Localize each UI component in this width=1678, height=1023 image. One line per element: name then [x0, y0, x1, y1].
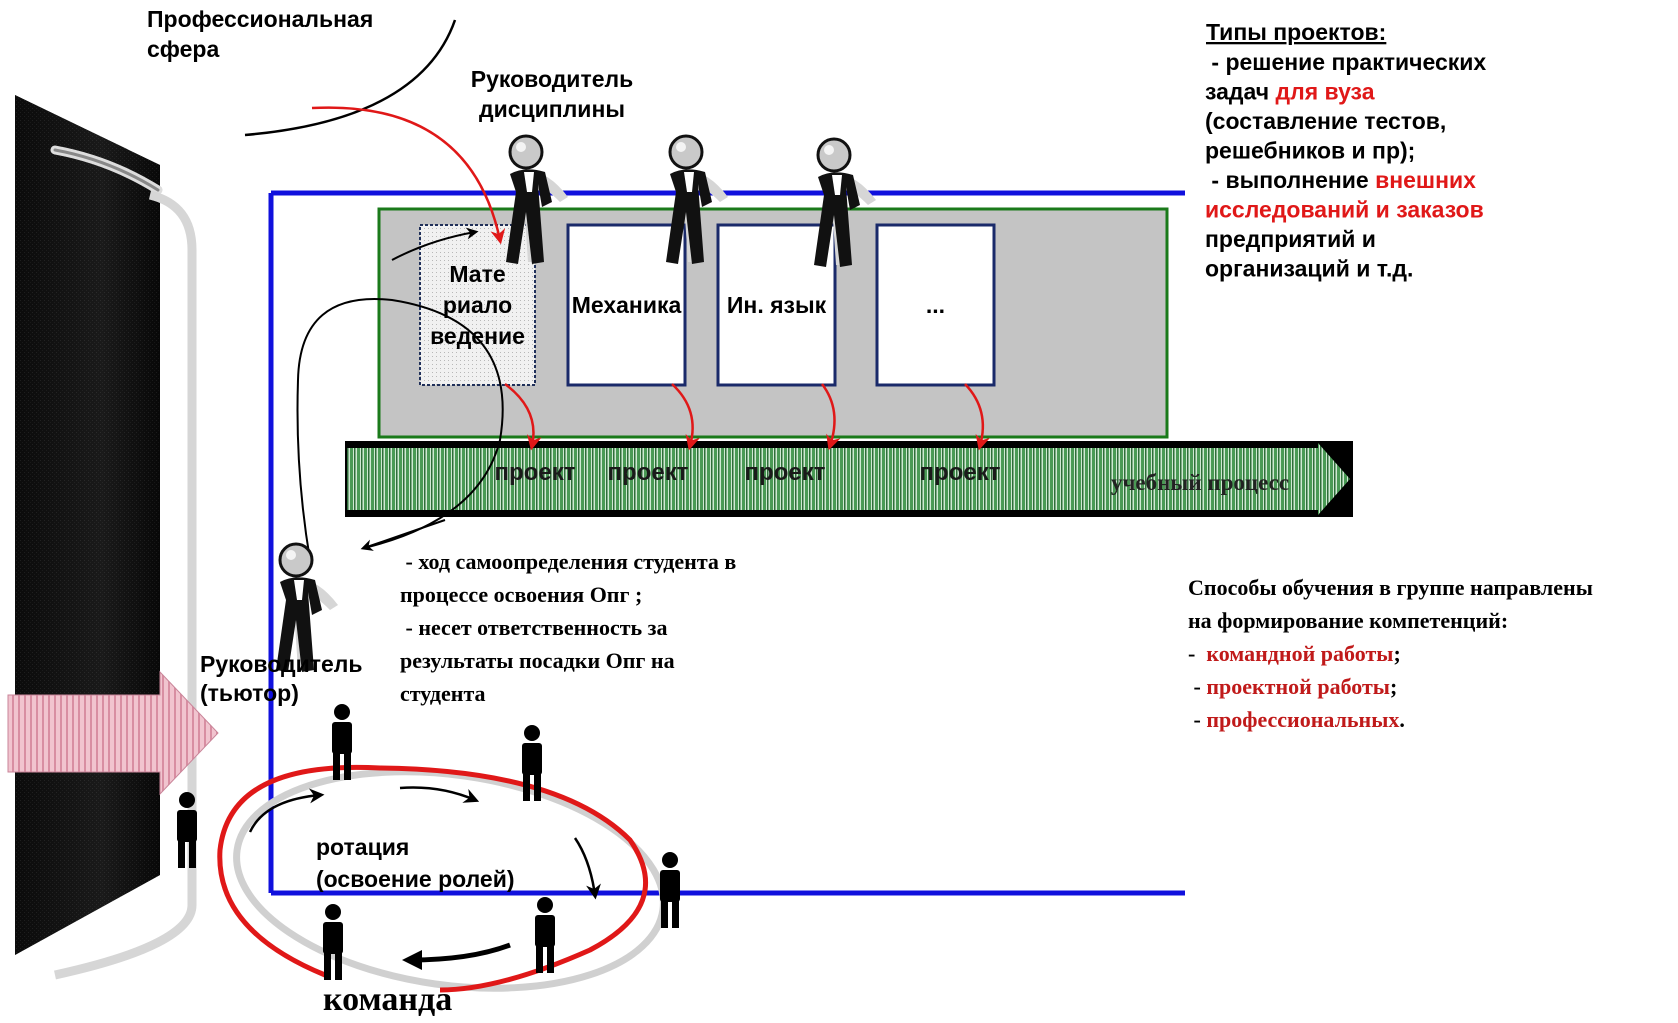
team-member-6 [323, 904, 343, 980]
leader-figures [276, 134, 876, 672]
tutor-note-line: - ход самоопределения студента в [400, 549, 736, 574]
team-member-5 [535, 897, 555, 973]
discipline-head-label: Руководитель [471, 66, 634, 92]
rotation-label: ротация [316, 834, 409, 860]
discipline-label: риало [443, 292, 512, 318]
rotation-arrows [248, 786, 601, 970]
book-ribbon [54, 190, 197, 980]
discipline-label: Механика [572, 292, 682, 318]
learning-method-line: Способы обучения в группе направлены [1188, 575, 1593, 600]
team-member-3 [177, 792, 197, 868]
rotation-label: (освоение ролей) [316, 866, 515, 892]
project-types-line: предприятий и [1205, 226, 1376, 252]
tutor-label: (тьютор) [200, 680, 299, 706]
project-label: проект [608, 459, 689, 486]
team-member-2 [522, 725, 542, 801]
team-member-4 [660, 852, 680, 928]
learning-process-label: учебный процесс [1111, 470, 1289, 495]
project-types-line: задач для вуза [1205, 79, 1375, 105]
discipline-label: ведение [430, 323, 525, 349]
project-types-title: Типы проектов: [1206, 19, 1386, 45]
project-types-line: организаций и т.д. [1205, 256, 1413, 282]
tutor-figure [276, 542, 338, 672]
discipline-box-3: Ин. язык [716, 223, 837, 387]
tutor-note-line: процессе освоения Опг ; [400, 582, 642, 607]
book-shape [15, 95, 163, 955]
learning-method-line: - командной работы; [1188, 641, 1401, 666]
team-red-ring [217, 764, 648, 993]
project-labels: проект проект проект проект учебный процесс [495, 459, 1290, 495]
discipline-leader-figure-1 [506, 134, 568, 264]
tutor-note-line: результаты посадки Опг на [400, 648, 675, 673]
team-member-1 [332, 704, 352, 780]
discipline-box-2: Механика [566, 223, 687, 387]
discipline-label: ... [926, 292, 945, 318]
discipline-head-label: дисциплины [479, 96, 625, 122]
discipline-label: Ин. язык [727, 292, 827, 318]
project-label: проект [920, 459, 1001, 486]
learning-process-bar [345, 441, 1353, 517]
project-types-line: - выполнение внешних [1205, 167, 1476, 193]
discipline-leader-figure-2 [666, 134, 728, 264]
professional-sphere-label: Профессиональная [147, 6, 373, 32]
discipline-boxes: Мате риало ведение Механика Ин. язык... [419, 223, 996, 387]
input-arrow [7, 670, 219, 796]
tutor-discipline-link [296, 298, 504, 561]
discipline-leader-figure-3 [814, 137, 876, 267]
project-types-line: исследований и заказов [1205, 197, 1484, 223]
learning-method-line: на формирование компетенций: [1188, 608, 1508, 633]
project-arrows [504, 382, 991, 451]
project-types-line: (составление тестов, [1205, 108, 1446, 134]
project-label: проект [495, 459, 576, 486]
project-types-line: - решение практических [1205, 49, 1486, 75]
tutor-note-line: студента [400, 681, 486, 706]
sphere-to-discipline-arrow [311, 106, 506, 245]
discipline-box-4: ... [875, 223, 996, 387]
tutor-label: Руководитель [200, 651, 363, 677]
project-types-line: решебников и пр); [1205, 138, 1415, 164]
learning-method-line: - проектной работы; [1188, 674, 1397, 699]
discipline-box-1: Мате риало ведение [419, 224, 536, 386]
professional-sphere-label: сфера [147, 36, 219, 62]
learning-method-line: - профессиональных. [1188, 707, 1405, 732]
discipline-label: Мате [449, 261, 505, 287]
project-label: проект [745, 459, 826, 486]
team-members [177, 704, 680, 980]
tutor-note-line: - несет ответственность за [400, 615, 668, 640]
professional-sphere-arc [244, 19, 457, 137]
team-label: команда [323, 981, 452, 1018]
structure-frame [268, 190, 1185, 896]
